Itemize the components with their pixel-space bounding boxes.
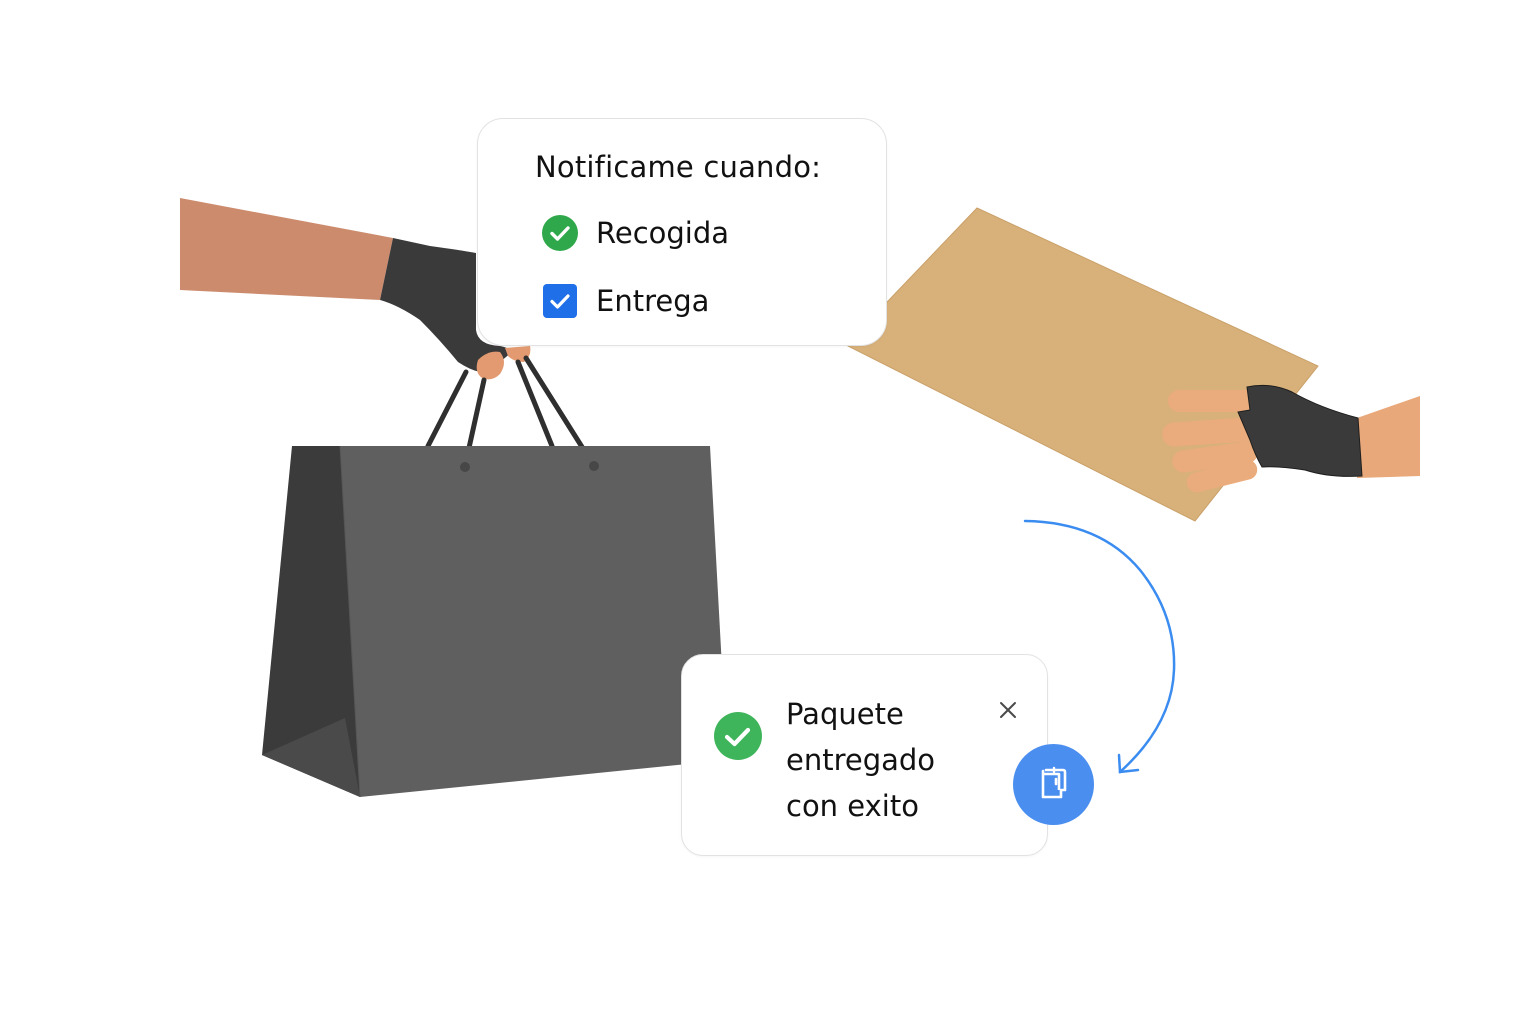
curved-arrow [1023, 519, 1176, 774]
notify-card-title: Notificame cuando: [535, 150, 822, 184]
toast-message: Paquete entregado con exito [786, 697, 936, 823]
notification-preferences-card: Notificame cuando: Recogida Entrega [477, 118, 887, 346]
checkbox-checked-icon[interactable] [541, 282, 579, 320]
right-hand-illustration [1162, 384, 1420, 493]
option-entrega[interactable]: Entrega [541, 282, 709, 320]
check-circle-icon[interactable] [541, 214, 579, 252]
option-recogida[interactable]: Recogida [541, 214, 729, 252]
delivery-success-toast: Paquete entregado con exito [681, 654, 1048, 856]
option-label-entrega: Entrega [596, 284, 710, 318]
check-circle-icon [713, 711, 763, 761]
package-door-button[interactable] [1013, 744, 1094, 825]
option-label-recogida: Recogida [596, 216, 730, 250]
shopping-bag-illustration [262, 445, 727, 798]
close-icon[interactable] [996, 698, 1020, 722]
package-door-icon [1034, 763, 1074, 807]
